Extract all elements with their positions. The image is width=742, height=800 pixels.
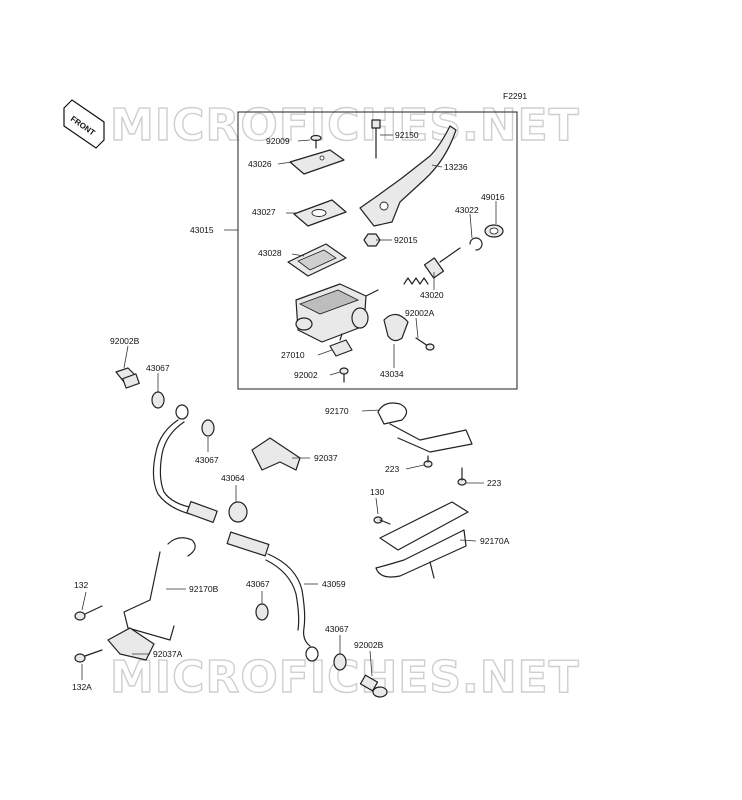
clamp-43034 bbox=[383, 313, 409, 342]
label-43067-a: 43067 bbox=[146, 363, 170, 373]
washer-43067-c bbox=[255, 603, 269, 621]
brake-hose-upper bbox=[152, 404, 218, 524]
label-92002B-top: 92002B bbox=[110, 336, 140, 346]
grommet-43064 bbox=[228, 501, 248, 523]
banjo-bolt-92002B-top bbox=[115, 367, 140, 389]
label-223-a: 223 bbox=[385, 464, 399, 474]
bolt-132A bbox=[74, 649, 103, 663]
label-43064: 43064 bbox=[221, 473, 245, 483]
bolt-223-b bbox=[457, 467, 467, 486]
label-92009: 92009 bbox=[266, 136, 290, 146]
clamp-92037A bbox=[107, 627, 155, 661]
screw-92002 bbox=[339, 367, 349, 383]
label-13236: 13236 bbox=[444, 162, 468, 172]
label-43020: 43020 bbox=[420, 290, 444, 300]
label-92170: 92170 bbox=[325, 406, 349, 416]
boot-49016 bbox=[484, 224, 504, 238]
label-92015: 92015 bbox=[394, 235, 418, 245]
label-43028: 43028 bbox=[258, 248, 282, 258]
assembly-box bbox=[237, 111, 518, 390]
pivot-bolt-92150 bbox=[371, 119, 381, 159]
bracket-92170A bbox=[375, 501, 469, 579]
label-132: 132 bbox=[74, 580, 88, 590]
label-27010: 27010 bbox=[281, 350, 305, 360]
washer-43067-b bbox=[201, 419, 215, 437]
brake-hose-43059 bbox=[226, 531, 319, 662]
front-arrow-icon: FRONT bbox=[63, 99, 105, 149]
label-130: 130 bbox=[370, 487, 384, 497]
lever-13236 bbox=[359, 125, 457, 227]
diaphragm-43028 bbox=[287, 243, 347, 277]
label-43067-d: 43067 bbox=[325, 624, 349, 634]
screw-92009 bbox=[310, 134, 322, 149]
label-92170A: 92170A bbox=[480, 536, 510, 546]
label-92150: 92150 bbox=[395, 130, 419, 140]
label-92002B-bottom: 92002B bbox=[354, 640, 384, 650]
figure-code: F2291 bbox=[503, 91, 527, 101]
piston-43020 bbox=[403, 247, 461, 285]
label-132A: 132A bbox=[72, 682, 92, 692]
clamp-92037 bbox=[251, 437, 301, 471]
plate-43027 bbox=[293, 199, 347, 227]
label-43067-b: 43067 bbox=[195, 455, 219, 465]
nut-92015 bbox=[363, 233, 381, 247]
bolt-92002A bbox=[415, 337, 435, 351]
switch-27010 bbox=[329, 333, 353, 357]
leader-lines bbox=[81, 134, 497, 680]
label-92037A: 92037A bbox=[153, 649, 183, 659]
label-43015: 43015 bbox=[190, 225, 214, 235]
label-92002: 92002 bbox=[294, 370, 318, 380]
label-43026: 43026 bbox=[248, 159, 272, 169]
cap-43026 bbox=[289, 149, 345, 175]
label-43034: 43034 bbox=[380, 369, 404, 379]
bracket-92170B bbox=[123, 537, 196, 641]
label-49016: 49016 bbox=[481, 192, 505, 202]
label-43027: 43027 bbox=[252, 207, 276, 217]
bolt-223-a bbox=[423, 455, 433, 468]
label-92002A: 92002A bbox=[405, 308, 435, 318]
bracket-92170 bbox=[377, 402, 473, 453]
banjo-bolt-92002B-bottom bbox=[359, 674, 388, 698]
label-43059: 43059 bbox=[322, 579, 346, 589]
label-43067-c: 43067 bbox=[246, 579, 270, 589]
label-223-b: 223 bbox=[487, 478, 501, 488]
washer-43067-d bbox=[333, 653, 347, 671]
circlip-43022 bbox=[469, 237, 483, 251]
label-43022: 43022 bbox=[455, 205, 479, 215]
watermark-top: MICROFICHES.NET bbox=[110, 100, 580, 151]
master-cylinder-body bbox=[295, 283, 379, 343]
label-92170B: 92170B bbox=[189, 584, 219, 594]
bolt-130 bbox=[373, 516, 391, 525]
bolt-132 bbox=[74, 605, 103, 621]
washer-43067-a bbox=[151, 391, 165, 409]
label-92037: 92037 bbox=[314, 453, 338, 463]
